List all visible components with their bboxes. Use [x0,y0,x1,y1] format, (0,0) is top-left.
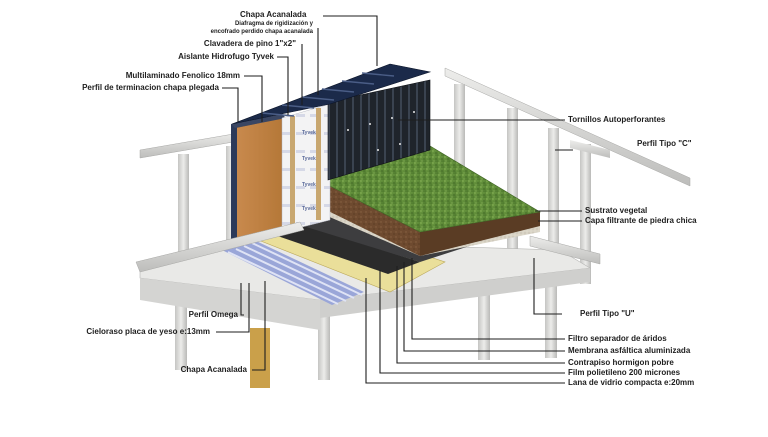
label-aislante-tyvek: Aislante Hidrofugo Tyvek [178,52,274,61]
label-perfil-omega: Perfil Omega [188,310,238,319]
label-tornillos: Tornillos Autoperforantes [568,115,666,124]
label-filtro: Filtro separador de áridos [568,334,667,343]
label-chapa-acanalada-top: Chapa Acanalada [240,10,307,19]
steel-frame-front [135,140,610,273]
label-cieloraso: Cieloraso placa de yeso e:13mm [86,327,210,336]
tyvek-insulation-panels: Tyvek Tyvek Tyvek Tyvek [281,103,331,233]
label-membrana: Membrana asfáltica aluminizada [568,346,691,355]
tyvek-brand-text: Tyvek [302,156,316,162]
label-clavadera: Clavadera de pino 1"x2" [203,39,296,48]
label-capa-filtrante: Capa filtrante de piedra chica [585,216,697,225]
ceiling-omega-profiles [222,240,364,305]
label-chapa-acanalada-bottom: Chapa Acanalada [180,365,247,374]
label-diafragma-line2: encofrado perdido chapa acanalada [210,29,313,35]
label-contrapiso: Contrapiso hormigon pobre [568,358,674,367]
label-multilaminado: Multilaminado Fenolico 18mm [125,71,240,80]
label-sustrato: Sustrato vegetal [585,206,648,215]
label-diafragma-line1: Diafragma de rigidización y [234,21,313,27]
plywood-wall [231,114,286,244]
label-perfil-c: Perfil Tipo "C" [637,139,692,148]
label-lana: Lana de vidrio compacta e:20mm [568,378,695,387]
corrugated-metal-sheet [231,63,432,181]
label-perfil-u: Perfil Tipo "U" [580,309,635,318]
tyvek-brand-text: Tyvek [302,206,316,212]
tyvek-brand-text: Tyvek [302,130,316,136]
tyvek-brand-text: Tyvek [302,182,316,188]
leader-lines [216,15,582,384]
label-perfil-terminacion: Perfil de terminacion chapa plegada [82,83,219,92]
green-roof-block [317,145,541,256]
label-film: Film polietileno 200 micrones [568,368,681,377]
